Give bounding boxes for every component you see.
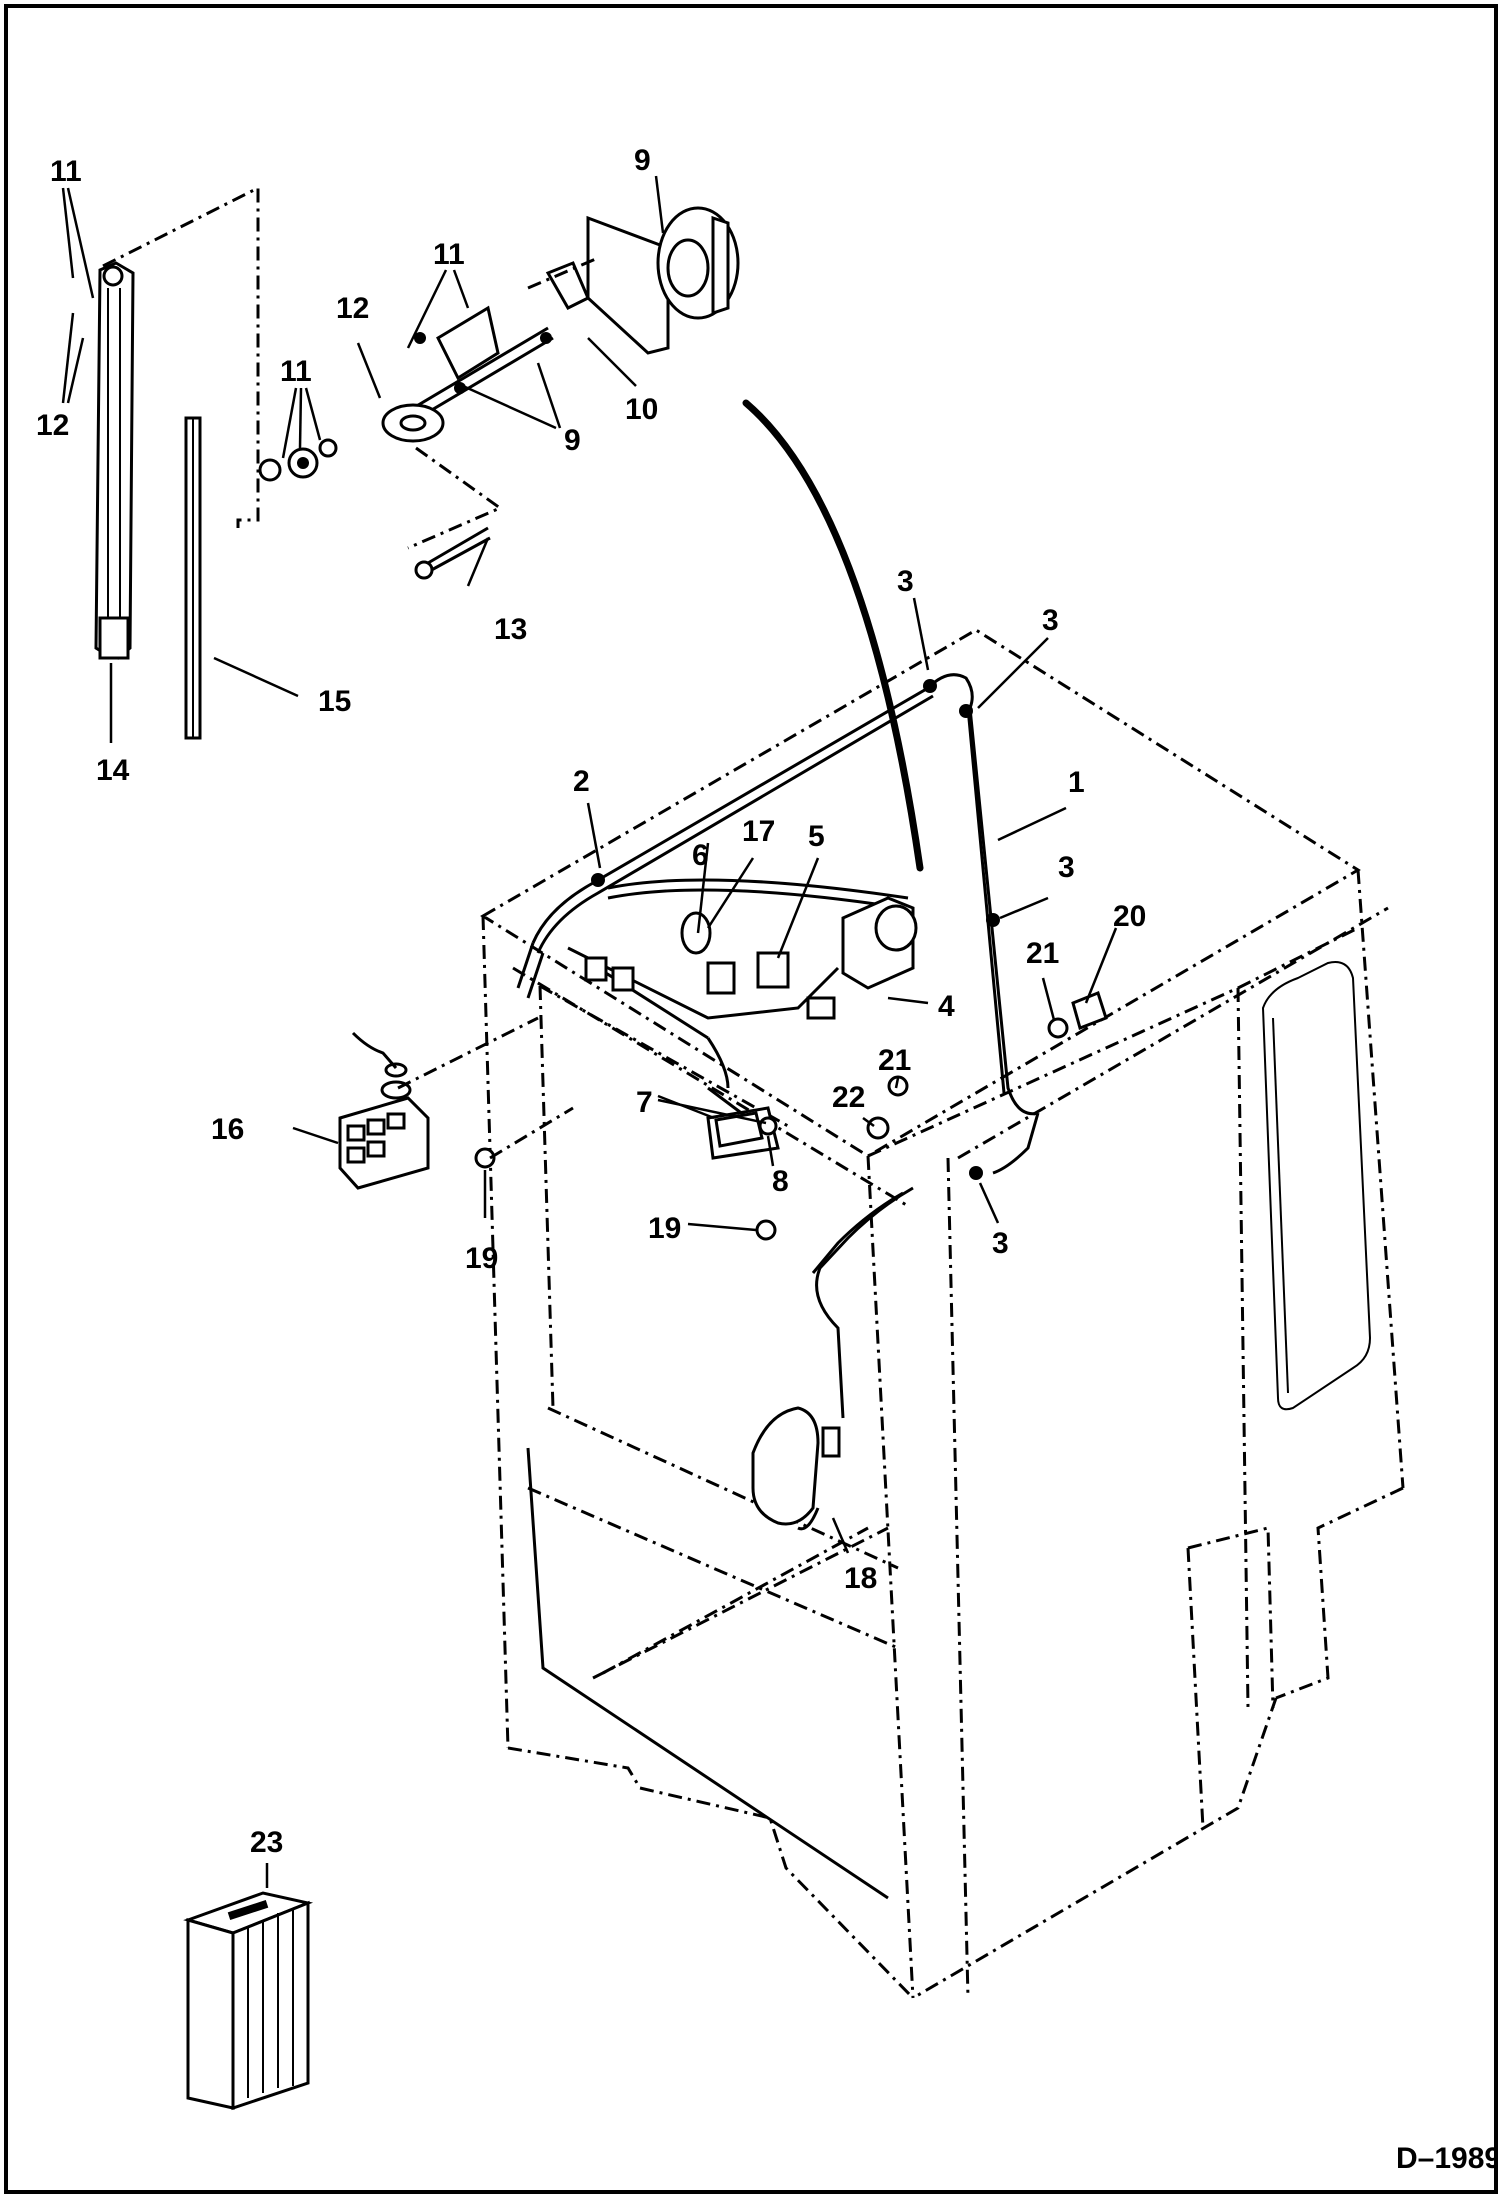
callout-6: 6 <box>692 839 709 872</box>
callout-11: 11 <box>433 238 465 271</box>
callout-7: 7 <box>636 1086 653 1119</box>
callout-3: 3 <box>1058 851 1075 884</box>
diagram-frame: 11 12 12 11 11 9 10 9 13 15 14 3 3 1 2 1… <box>4 4 1498 2194</box>
callout-11: 11 <box>280 355 312 388</box>
motor-cable <box>742 399 924 872</box>
callout-3: 3 <box>1042 604 1059 637</box>
callout-11: 11 <box>50 155 82 188</box>
callout-3: 3 <box>992 1227 1009 1260</box>
callout-10: 10 <box>625 393 658 426</box>
cab-frame <box>480 628 1405 2000</box>
callout-14: 14 <box>96 754 130 787</box>
leader-lines <box>61 175 1118 1888</box>
callout-19: 19 <box>648 1212 681 1245</box>
callout-9: 9 <box>634 144 651 177</box>
callout-18: 18 <box>844 1562 877 1595</box>
callout-16: 16 <box>211 1113 244 1146</box>
battery-box <box>183 1891 314 2111</box>
callout-12: 12 <box>336 292 369 325</box>
callout-21: 21 <box>878 1044 911 1077</box>
callout-2: 2 <box>573 765 590 798</box>
callout-12: 12 <box>36 409 69 442</box>
callout-5: 5 <box>808 820 825 853</box>
wiring-harness <box>516 673 1040 1419</box>
callout-4: 4 <box>938 990 955 1023</box>
callout-labels: 11 12 12 11 11 9 10 9 13 15 14 3 3 1 2 1… <box>36 144 1146 1859</box>
wiper-arm <box>94 261 135 660</box>
exploded-parts-diagram: 11 12 12 11 11 9 10 9 13 15 14 3 3 1 2 1… <box>36 144 1494 2175</box>
dome-lamp <box>751 1406 841 1531</box>
callout-17: 17 <box>742 815 775 848</box>
wiper-blade <box>184 416 202 740</box>
figure-code: D–1989 <box>1396 2142 1494 2175</box>
callout-22: 22 <box>832 1081 865 1114</box>
wiper-motor-assembly <box>258 206 740 580</box>
callout-19: 19 <box>465 1242 498 1275</box>
callout-9: 9 <box>564 424 581 457</box>
callout-23: 23 <box>250 1826 283 1859</box>
callout-20: 20 <box>1113 900 1146 933</box>
callout-8: 8 <box>772 1165 789 1198</box>
callout-21: 21 <box>1026 937 1059 970</box>
callout-1: 1 <box>1068 766 1085 799</box>
hardware <box>474 991 1108 1241</box>
callout-3: 3 <box>897 565 914 598</box>
callout-13: 13 <box>494 613 527 646</box>
callout-15: 15 <box>318 685 351 718</box>
flood-light <box>338 1016 539 1190</box>
